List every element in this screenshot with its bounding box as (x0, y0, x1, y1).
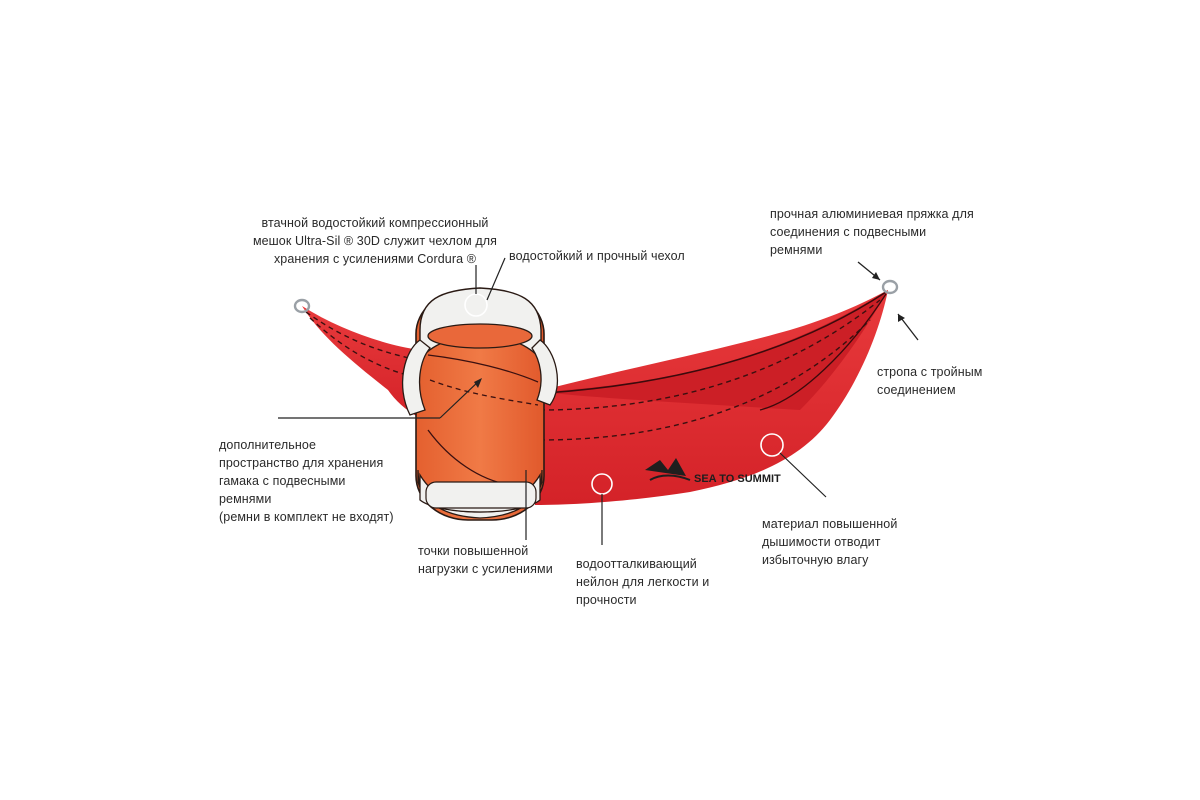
brand-logo: SEA TO SUMMIT (645, 458, 781, 485)
hammock-left-tail-dash (305, 311, 419, 361)
callout-stress-points: точки повышенной нагрузки с усилениями (418, 544, 553, 576)
storage-arrow (474, 378, 482, 388)
left-ring (293, 298, 311, 314)
webbing-arrow (897, 313, 919, 341)
hammock-inner-fold (540, 290, 888, 410)
leader-breathable (779, 452, 827, 498)
leader-storage-diag (439, 379, 481, 419)
hammock-inner-edge-2 (759, 293, 887, 411)
hammock-seam-2 (539, 319, 871, 441)
callout-breathable: материал повышенной дышимости отводит из… (762, 517, 898, 567)
compression-sack (402, 287, 559, 521)
callout-storage-space: дополнительное пространство для хранения… (219, 438, 394, 524)
callout-nylon: водоотталкивающий нейлон для легкости и … (576, 557, 710, 607)
right-ring (881, 279, 899, 295)
callout-buckle: прочная алюминиевая пряжка для соединени… (770, 207, 974, 257)
hammock-left-tail (302, 306, 420, 418)
callout-cover: водостойкий и прочный чехол (509, 249, 685, 263)
breathable-marker (760, 433, 784, 457)
leader-cover (486, 257, 506, 301)
callout-webbing: стропа с тройным соединением (877, 365, 983, 397)
brand-text: SEA TO SUMMIT (694, 473, 781, 485)
buckle-arrow (857, 261, 881, 281)
hammock-seam-1 (539, 299, 881, 411)
hammock-inner-edge (544, 291, 887, 394)
callout-compression-sack: втачной водостойкий компрессионный мешок… (252, 216, 498, 266)
